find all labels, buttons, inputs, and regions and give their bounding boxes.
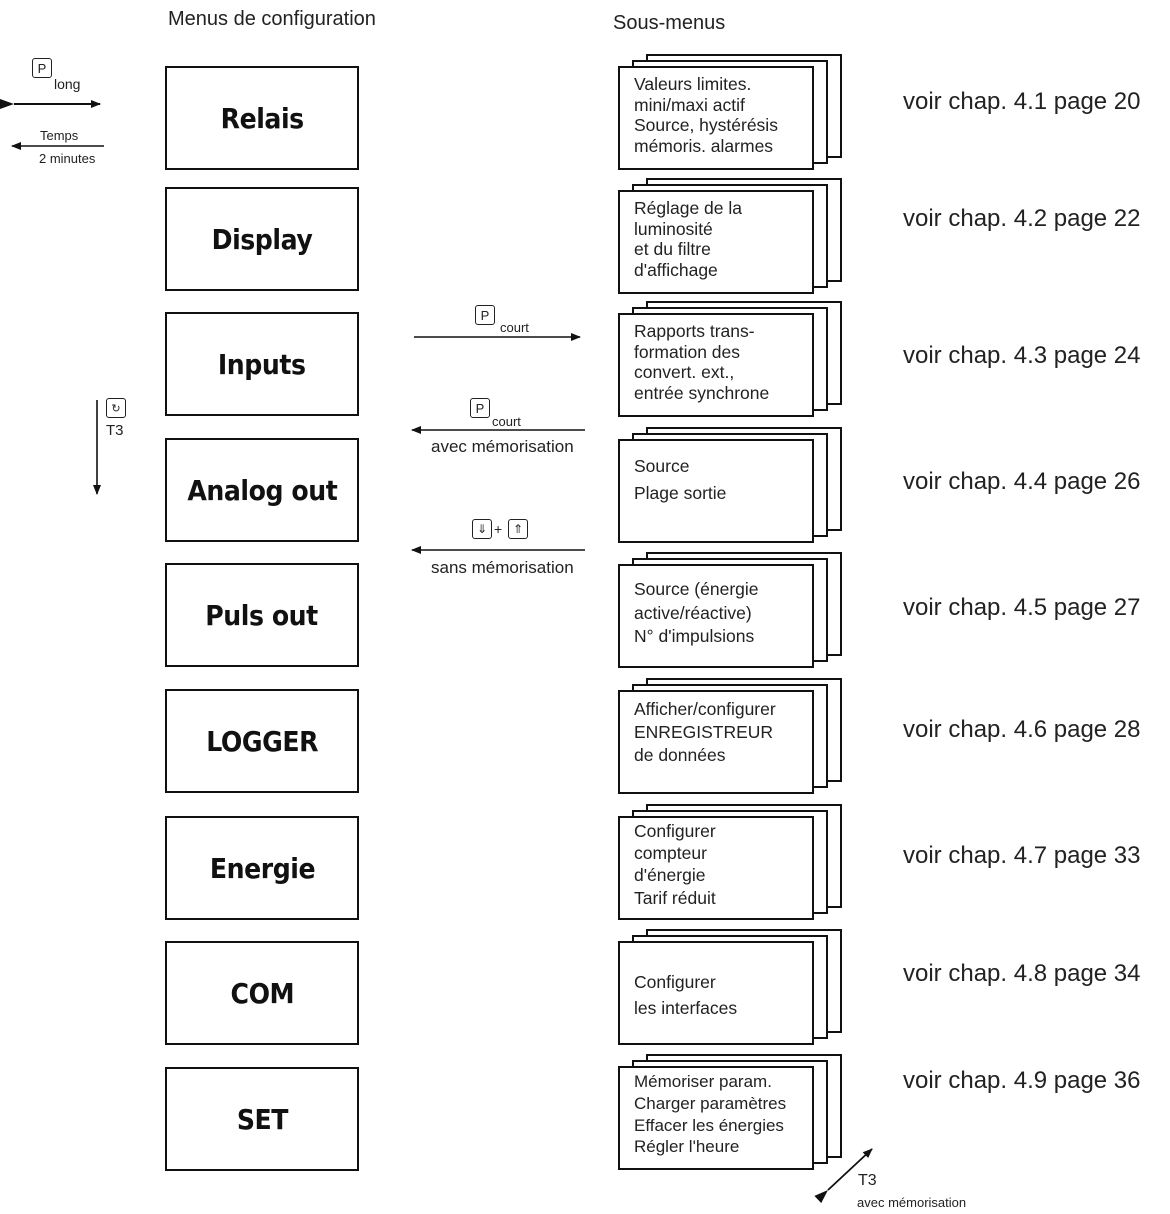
menu-puls-out[interactable]: Puls out bbox=[165, 563, 359, 667]
t3-left-label: T3 bbox=[106, 422, 124, 439]
menu-label: COM bbox=[230, 976, 294, 1010]
submenu-line: et du filtre bbox=[634, 239, 711, 260]
menu-label: Analog out bbox=[186, 473, 338, 507]
submenu-line: formation des bbox=[634, 341, 741, 362]
submenu-inputs[interactable]: Rapports trans- formation des convert. e… bbox=[618, 301, 842, 417]
ref-set[interactable]: voir chap. 4.9 page 36 bbox=[903, 1067, 1141, 1094]
ref-com[interactable]: voir chap. 4.8 page 34 bbox=[903, 960, 1141, 987]
submenu-analog-out[interactable]: Source Plage sortie bbox=[618, 427, 842, 543]
menu-com[interactable]: COM bbox=[165, 941, 359, 1045]
menu-display[interactable]: Display bbox=[165, 187, 359, 291]
court-label-1: court bbox=[500, 320, 529, 335]
menu-label: Puls out bbox=[205, 598, 319, 632]
menu-set[interactable]: SET bbox=[165, 1067, 359, 1171]
down-key-icon[interactable]: ⇓ bbox=[472, 519, 492, 539]
submenu-line: Valeurs limites. bbox=[634, 74, 752, 94]
submenu-line: Mémoriser param. bbox=[634, 1072, 772, 1091]
menu-logger[interactable]: LOGGER bbox=[165, 689, 359, 793]
avec-memorisation-label: avec mémorisation bbox=[431, 437, 574, 456]
ref-inputs[interactable]: voir chap. 4.3 page 24 bbox=[903, 342, 1141, 369]
submenu-line: mémoris. alarmes bbox=[634, 135, 774, 156]
submenu-line: les interfaces bbox=[634, 998, 738, 1019]
submenu-line: luminosité bbox=[634, 218, 713, 239]
p-key-letter: P bbox=[37, 60, 47, 76]
submenu-line: entrée synchrone bbox=[634, 382, 770, 403]
two-minutes-label: 2 minutes bbox=[39, 151, 96, 166]
submenu-relais[interactable]: Valeurs limites. mini/maxi actif Source,… bbox=[618, 54, 842, 170]
rotate-key-icon[interactable]: ↻ bbox=[106, 398, 126, 418]
submenu-line: Rapports trans- bbox=[634, 321, 755, 341]
menu-inputs[interactable]: Inputs bbox=[165, 312, 359, 416]
sans-memorisation-label: sans mémorisation bbox=[431, 558, 574, 577]
ref-logger[interactable]: voir chap. 4.6 page 28 bbox=[903, 716, 1141, 743]
ref-puls-out[interactable]: voir chap. 4.5 page 27 bbox=[903, 594, 1141, 621]
submenus-header: Sous-menus bbox=[613, 12, 726, 34]
sheet-front: Mémoriser param. Charger paramètres Effa… bbox=[618, 1066, 814, 1170]
avec-memorisation-small-label: avec mémorisation bbox=[857, 1195, 967, 1210]
sheet-front: Configurer compteur d'énergie Tarif rédu… bbox=[618, 816, 814, 920]
submenu-line: d'énergie bbox=[634, 865, 706, 886]
menu-relais[interactable]: Relais bbox=[165, 66, 359, 170]
submenu-line: Afficher/configurer bbox=[634, 699, 776, 719]
submenu-line: Source, hystérésis bbox=[634, 115, 778, 136]
plus-sign: + bbox=[494, 521, 503, 537]
sheet-front: Source Plage sortie bbox=[618, 439, 814, 543]
menu-label: Energie bbox=[209, 851, 315, 885]
p-key-letter: P bbox=[480, 307, 490, 323]
submenu-line: ENREGISTREUR bbox=[634, 721, 774, 742]
submenu-logger[interactable]: Afficher/configurer ENREGISTREUR de donn… bbox=[618, 678, 842, 794]
sheet-front: Valeurs limites. mini/maxi actif Source,… bbox=[618, 66, 814, 170]
submenu-puls-out[interactable]: Source (énergie active/réactive) N° d'im… bbox=[618, 552, 842, 668]
p-key-icon[interactable]: P bbox=[32, 58, 52, 78]
config-menus-header: Menus de configuration bbox=[168, 8, 376, 30]
menu-label: SET bbox=[236, 1102, 288, 1136]
submenu-com[interactable]: Configurer les interfaces bbox=[618, 929, 842, 1045]
submenu-line: mini/maxi actif bbox=[634, 94, 745, 115]
long-label: long bbox=[54, 76, 81, 92]
submenu-line: Réglage de la bbox=[634, 198, 742, 218]
submenu-line: Effacer les énergies bbox=[634, 1115, 784, 1135]
menu-analog-out[interactable]: Analog out bbox=[165, 438, 359, 542]
ref-energie[interactable]: voir chap. 4.7 page 33 bbox=[903, 842, 1141, 869]
submenu-energie[interactable]: Configurer compteur d'énergie Tarif rédu… bbox=[618, 804, 842, 920]
submenu-line: N° d'impulsions bbox=[634, 626, 755, 647]
ref-analog-out[interactable]: voir chap. 4.4 page 26 bbox=[903, 468, 1141, 495]
ref-relais[interactable]: voir chap. 4.1 page 20 bbox=[903, 88, 1141, 115]
sheet-front: Source (énergie active/réactive) N° d'im… bbox=[618, 564, 814, 668]
t3-diagonal-arrow bbox=[814, 1148, 873, 1204]
p-key-icon[interactable]: P bbox=[470, 398, 490, 418]
p-key-icon[interactable]: P bbox=[475, 305, 495, 325]
menu-label: Display bbox=[211, 222, 313, 256]
submenu-line: Tarif réduit bbox=[634, 887, 716, 908]
sheet-front: Afficher/configurer ENREGISTREUR de donn… bbox=[618, 690, 814, 794]
p-key-letter: P bbox=[475, 400, 485, 416]
submenu-line: compteur bbox=[634, 843, 707, 864]
submenu-line: Source (énergie bbox=[634, 579, 759, 599]
submenu-line: d'affichage bbox=[634, 259, 718, 280]
sheet-front: Rapports trans- formation des convert. e… bbox=[618, 313, 814, 417]
submenu-display[interactable]: Réglage de la luminosité et du filtre d'… bbox=[618, 178, 842, 294]
menu-energie[interactable]: Energie bbox=[165, 816, 359, 920]
submenu-line: de données bbox=[634, 744, 726, 765]
submenu-line: active/réactive) bbox=[634, 602, 752, 623]
submenu-line: Configurer bbox=[634, 972, 716, 992]
submenu-line: Configurer bbox=[634, 821, 716, 841]
submenu-line: convert. ext., bbox=[634, 362, 735, 383]
temps-label: Temps bbox=[40, 128, 79, 143]
t3-bottom-label: T3 bbox=[858, 1172, 877, 1189]
menu-label: Relais bbox=[220, 101, 304, 135]
sheet-front: Configurer les interfaces bbox=[618, 941, 814, 1045]
submenu-line: Régler l'heure bbox=[634, 1137, 740, 1157]
submenu-set[interactable]: Mémoriser param. Charger paramètres Effa… bbox=[618, 1054, 842, 1170]
sheet-front: Réglage de la luminosité et du filtre d'… bbox=[618, 190, 814, 294]
submenu-line: Charger paramètres bbox=[634, 1093, 787, 1113]
submenu-line: Plage sortie bbox=[634, 483, 727, 504]
ref-display[interactable]: voir chap. 4.2 page 22 bbox=[903, 205, 1141, 232]
up-key-icon[interactable]: ⇑ bbox=[508, 519, 528, 539]
menu-label: Inputs bbox=[218, 347, 306, 381]
menu-label: LOGGER bbox=[206, 724, 318, 758]
court-label-2: court bbox=[492, 414, 521, 429]
submenu-line: Source bbox=[634, 456, 690, 476]
